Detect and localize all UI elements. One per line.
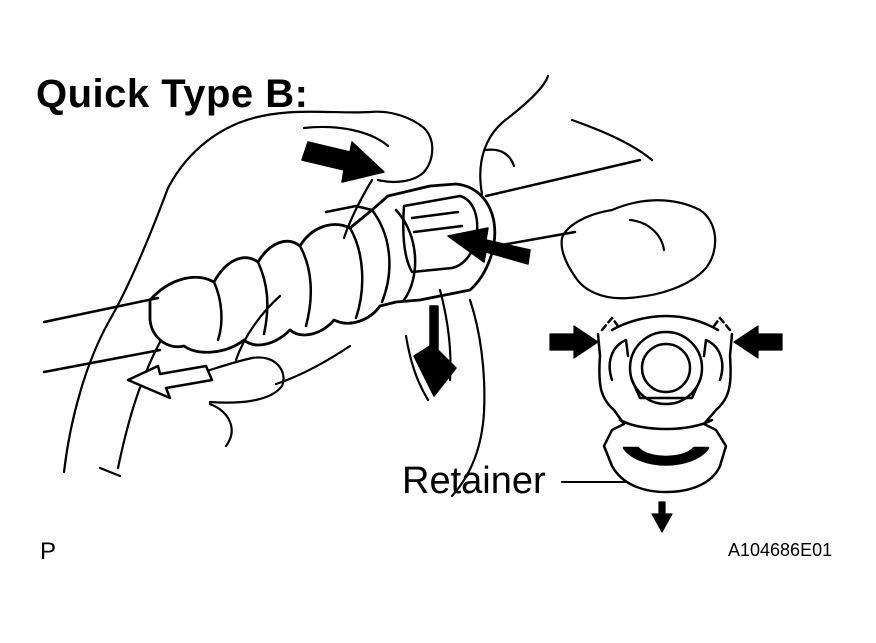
diagram-title: Quick Type B: [36,72,309,116]
pull-arrow-icon [126,364,214,400]
left-hand [62,110,434,478]
arrow-left-icon [733,325,783,359]
push-arrows [301,141,531,397]
arrow-right-icon [549,325,599,359]
fuel-tube [42,296,162,374]
retainer-label: Retainer [402,460,546,502]
right-hand [404,74,717,498]
corner-mark: P [40,538,57,565]
quick-connector [148,182,497,354]
retainer-cross-section [596,314,734,494]
cross-section-arrows [549,325,783,533]
arrow-down-icon [651,501,673,533]
arrow-icon [413,305,457,397]
arrow-icon [447,227,531,265]
figure-id: A104686E01 [728,540,833,560]
arrow-icon [301,141,385,183]
fuel-pipe [484,158,642,248]
